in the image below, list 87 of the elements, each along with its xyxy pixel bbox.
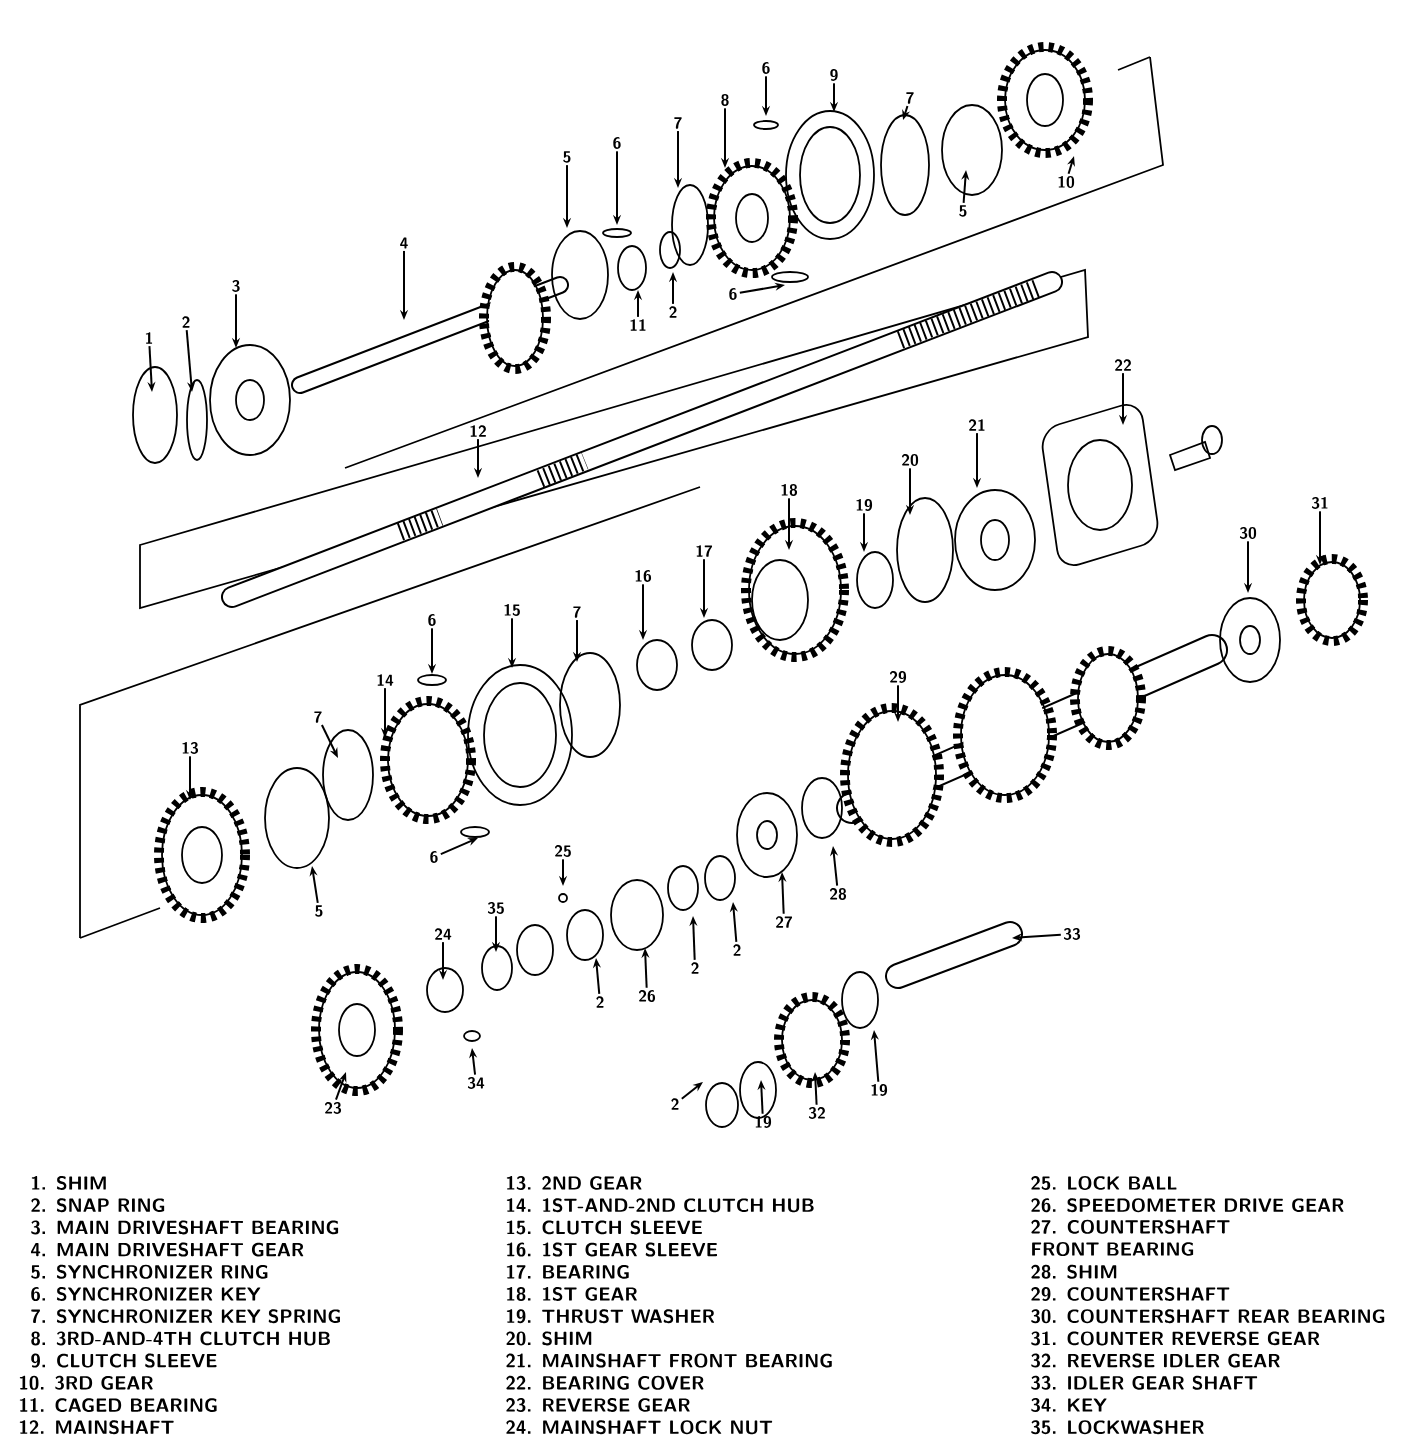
list-item: 10. 3RD GEAR	[19, 1375, 153, 1390]
list-item: 17. BEARING	[506, 1264, 629, 1279]
callout-number: 23	[324, 1102, 342, 1114]
list-item: 33. IDLER GEAR SHAFT	[1031, 1375, 1258, 1390]
callout-number: 15	[504, 604, 520, 616]
list-item: 3. MAIN DRIVESHAFT BEARING	[31, 1220, 339, 1235]
callout-number: 11	[630, 319, 646, 331]
list-item: 25. LOCK BALL	[1031, 1176, 1177, 1190]
list-item: 23. REVERSE GEAR	[506, 1398, 690, 1412]
callout-number: 2	[182, 316, 190, 328]
callout-number: 35	[487, 902, 504, 914]
callout-number: 8	[721, 94, 729, 106]
callout-number: 20	[901, 454, 919, 466]
list-item: 29. COUNTERSHAFT	[1031, 1287, 1230, 1301]
callout-number: 6	[428, 614, 436, 626]
list-item: 18. 1ST GEAR	[506, 1287, 637, 1301]
callout-number: 7	[314, 711, 322, 723]
callout-number: 6	[762, 62, 770, 74]
callout-number: 19	[856, 499, 873, 511]
callout-number: 26	[638, 990, 656, 1002]
list-item: 31. COUNTER REVERSE GEAR	[1031, 1331, 1320, 1346]
leader-line	[680, 1082, 703, 1100]
list-item: 1. SHIM	[31, 1176, 106, 1190]
list-item: 4. MAIN DRIVESHAFT GEAR	[31, 1242, 304, 1257]
callout-number: 2	[733, 944, 741, 956]
list-item: 9. CLUTCH SLEEVE	[31, 1353, 217, 1368]
list-item: 28. SHIM	[1031, 1264, 1117, 1279]
callout-number: 6	[729, 288, 737, 300]
callout-number: 31	[1311, 497, 1328, 509]
callout-number: 21	[968, 419, 985, 431]
callout-number: 13	[182, 742, 199, 754]
list-item: 13. 2ND GEAR	[506, 1176, 642, 1190]
callout-number: 5	[315, 905, 323, 917]
callout-number: 14	[377, 674, 394, 686]
callout-number: 19	[871, 1084, 888, 1096]
callout-number: 3	[232, 280, 240, 292]
list-item: 8. 3RD-AND-4TH CLUTCH HUB	[31, 1331, 330, 1346]
callout-number: 22	[1114, 359, 1131, 371]
callout-number: 10	[1058, 176, 1075, 188]
callout-number: 25	[554, 845, 571, 857]
list-item: 24. MAINSHAFT LOCK NUT	[506, 1420, 773, 1435]
callout-number: 6	[613, 137, 621, 149]
list-item: 27. COUNTERSHAFT FRONT BEARING	[1031, 1219, 1230, 1257]
callout-number: 7	[674, 117, 682, 129]
callout-number: 2	[671, 1098, 679, 1110]
callout-number: 29	[889, 671, 907, 683]
callout-number: 19	[755, 1116, 772, 1128]
callout-number: 4	[400, 237, 408, 249]
list-item: 21. MAINSHAFT FRONT BEARING	[506, 1353, 832, 1368]
callout-number: 34	[467, 1077, 485, 1089]
callout-number: 32	[808, 1107, 825, 1119]
callout-number: 24	[434, 928, 452, 940]
callout-number: 28	[829, 888, 847, 900]
list-item: 16. 1ST GEAR SLEEVE	[506, 1242, 718, 1257]
list-item: 15. CLUTCH SLEEVE	[506, 1220, 702, 1235]
callout-number: 9	[830, 69, 838, 81]
list-item: 22. BEARING COVER	[506, 1375, 704, 1390]
callout-number: 2	[691, 962, 699, 974]
callout-number: 5	[959, 205, 967, 217]
list-item: 30. COUNTERSHAFT REAR BEARING	[1031, 1309, 1385, 1324]
list-item: 34. KEY	[1031, 1398, 1107, 1412]
callout-number: 33	[1063, 928, 1081, 940]
list-item: 12. MAINSHAFT	[19, 1420, 174, 1435]
list-item: 7. SYNCHRONIZER KEY SPRING	[31, 1309, 340, 1324]
callout-number: 2	[596, 996, 604, 1008]
callout-number: 2	[669, 306, 677, 318]
callout-number: 16	[635, 570, 652, 582]
callout-number: 7	[573, 606, 581, 618]
callout-number: 6	[430, 851, 438, 863]
callout-number: 12	[470, 425, 486, 437]
callout-number: 17	[696, 545, 713, 557]
callout-number: 27	[775, 916, 793, 928]
list-item: 20. SHIM	[506, 1331, 592, 1346]
list-item: 6. SYNCHRONIZER KEY	[31, 1287, 261, 1301]
list-item: 11. CAGED BEARING	[19, 1398, 217, 1412]
callout-number: 1	[145, 332, 153, 344]
callout-number: 7	[906, 92, 914, 104]
list-item: 35. LOCKWASHER	[1031, 1420, 1204, 1435]
list-item: 26. SPEEDOMETER DRIVE GEAR	[1031, 1198, 1344, 1213]
callout-number: 5	[563, 151, 571, 163]
list-item: 14. 1ST-AND-2ND CLUTCH HUB	[506, 1198, 814, 1213]
list-item: 32. REVERSE IDLER GEAR	[1031, 1353, 1280, 1368]
callout-number: 18	[781, 484, 798, 496]
list-item: 5. SYNCHRONIZER RING	[31, 1264, 268, 1279]
list-item: 2. SNAP RING	[31, 1198, 165, 1213]
callout-number: 30	[1239, 527, 1257, 539]
list-item: 19. THRUST WASHER	[506, 1309, 715, 1324]
